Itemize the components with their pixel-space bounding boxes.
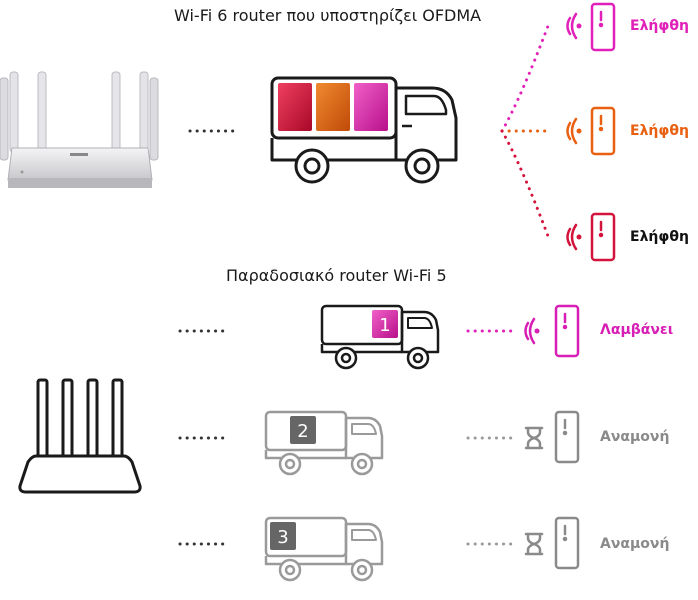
phone-icon	[554, 410, 580, 464]
ofdma-fan-top	[500, 24, 550, 133]
legacy-title: Παραδοσιακό router Wi-Fi 5	[226, 266, 447, 285]
ofdma-truck	[270, 76, 458, 184]
cargo-block-pink	[354, 83, 388, 131]
phone-icon	[590, 106, 616, 156]
lane3-cargo-number: 3	[277, 527, 288, 548]
lane2-cargo-block	[290, 416, 316, 444]
hourglass-icon	[524, 532, 544, 556]
phone-icon	[554, 516, 580, 570]
lane3-cargo-block	[270, 522, 296, 550]
wifi5-router-icon	[18, 378, 142, 494]
lane3-truck	[264, 516, 384, 582]
phone-icon	[590, 2, 616, 52]
signal-icon	[566, 12, 578, 40]
lane2-cargo-number: 2	[297, 421, 308, 442]
phone-icon	[590, 212, 616, 262]
lane3-waiting	[524, 516, 580, 570]
lane3-status-label: Αναμονή	[600, 536, 670, 552]
lane1-cargo-number: 1	[379, 315, 390, 336]
lane1-cargo-block	[372, 310, 398, 338]
cargo-block-orange	[316, 83, 350, 131]
lane1-receiver	[524, 304, 580, 358]
signal-icon	[566, 117, 578, 145]
phone-icon	[554, 304, 580, 358]
cargo-block-magenta	[278, 83, 312, 131]
wifi6-router-image	[0, 71, 159, 188]
signal-icon	[524, 317, 536, 345]
ofdma-receiver-1	[566, 2, 616, 52]
ofdma-receiver-3-label: Ελήφθη	[630, 229, 689, 245]
ofdma-receiver-1-label: Ελήφθη	[630, 18, 689, 34]
ofdma-title: Wi-Fi 6 router που υποστηρίζει OFDMA	[174, 6, 482, 25]
ofdma-fan-bottom	[500, 129, 550, 238]
lane1-truck	[320, 304, 440, 370]
lane1-status-label: Λαμβάνει	[600, 322, 674, 338]
ofdma-receiver-2-label: Ελήφθη	[630, 123, 689, 139]
ofdma-receiver-2	[566, 106, 616, 156]
lane2-truck	[264, 410, 384, 476]
signal-icon	[566, 223, 578, 251]
lane2-waiting	[524, 410, 580, 464]
lane2-status-label: Αναμονή	[600, 429, 670, 445]
ofdma-cargo-blocks	[278, 83, 388, 131]
hourglass-icon	[524, 426, 544, 450]
ofdma-receiver-3	[566, 212, 616, 262]
